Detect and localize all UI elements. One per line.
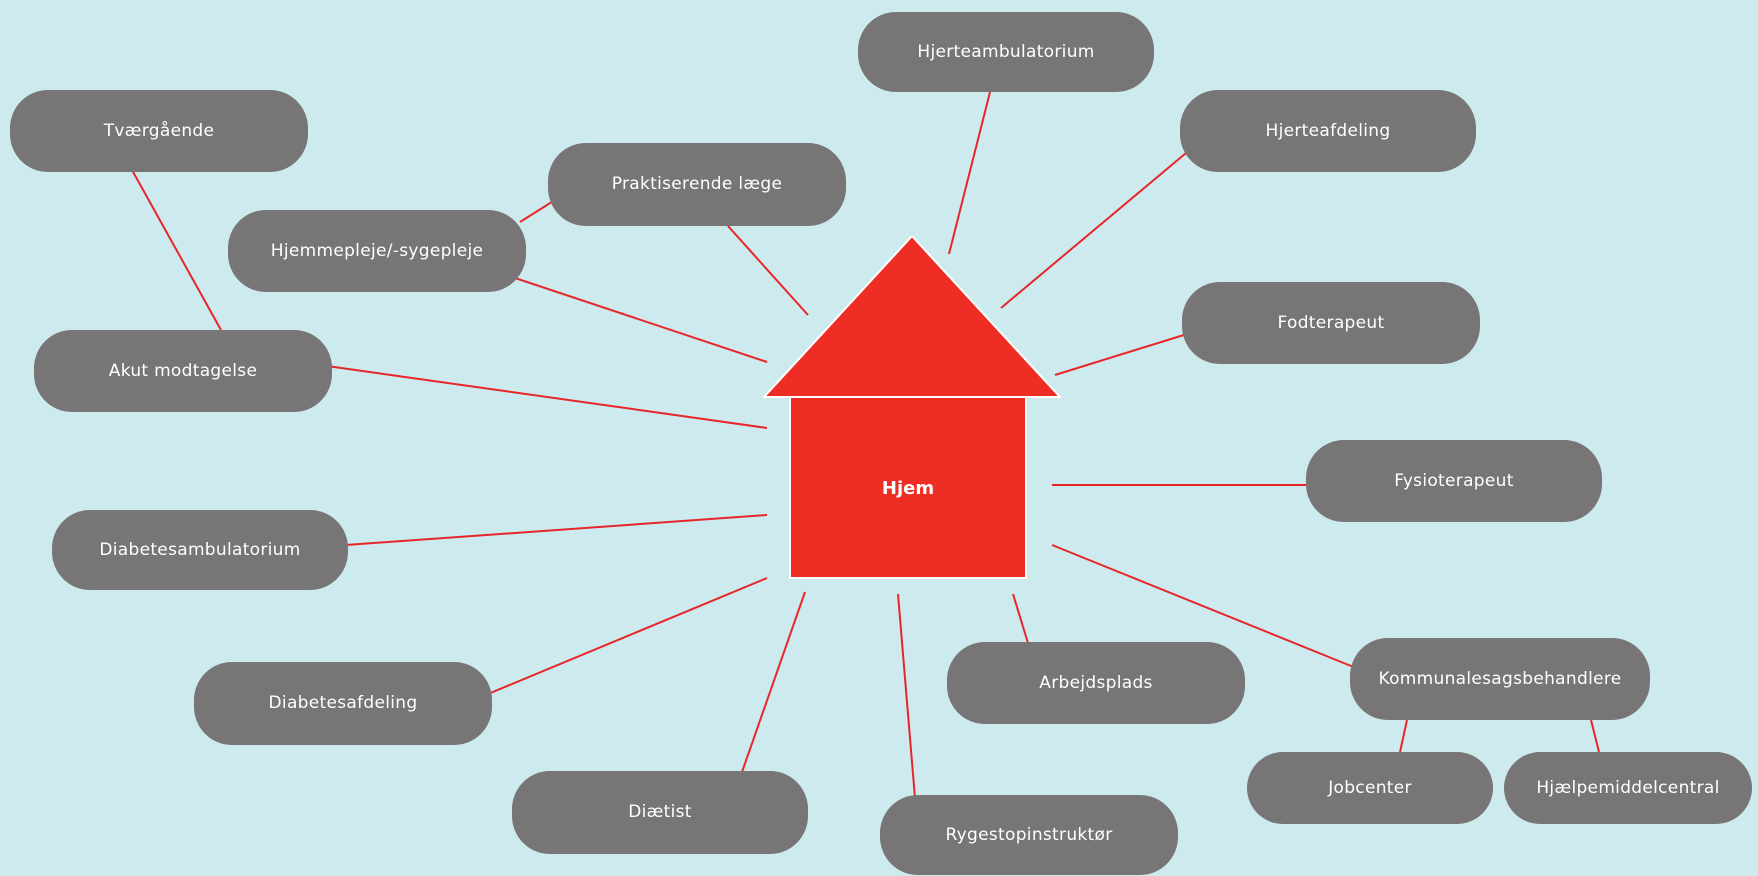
- connector-hjerteafdeling: [1000, 152, 1187, 309]
- connector-arbejdsplads: [1012, 593, 1029, 644]
- node-praktiserende-laege[interactable]: Praktiserende læge: [548, 143, 846, 226]
- node-label: Fysioterapeut: [1394, 470, 1514, 491]
- connector-fodterapeut: [1054, 333, 1188, 376]
- connector-tvaergaende: [131, 169, 222, 331]
- node-label: Arbejdsplads: [1039, 672, 1153, 693]
- node-diabetesafdeling[interactable]: Diabetesafdeling: [194, 662, 492, 745]
- connector-hjemmepleje-praktiserende: [519, 199, 556, 223]
- node-label: Diabetesambulatorium: [99, 539, 301, 560]
- node-label: Hjerteambulatorium: [917, 41, 1095, 62]
- node-hjemmepleje[interactable]: Hjemmepleje/-sygepleje: [228, 210, 526, 292]
- connector-akut-modtagelse: [326, 365, 768, 429]
- node-fysioterapeut[interactable]: Fysioterapeut: [1306, 440, 1602, 522]
- connector-jobcenter: [1399, 719, 1408, 753]
- node-label: Jobcenter: [1328, 777, 1412, 798]
- node-label: Praktiserende læge: [611, 174, 783, 195]
- node-fodterapeut[interactable]: Fodterapeut: [1182, 282, 1480, 364]
- connector-hjaelpemiddelcentral: [1590, 719, 1600, 753]
- node-label: Akut modtagelse: [108, 360, 258, 381]
- node-hjaelpemiddelcentral[interactable]: Hjælpemiddelcentral: [1504, 752, 1752, 824]
- node-akut-modtagelse[interactable]: Akut modtagelse: [34, 330, 332, 412]
- node-rygestopinstruktor[interactable]: Rygestopinstruktør: [880, 795, 1178, 875]
- connector-hjemmepleje: [514, 277, 768, 363]
- node-label: Diætist: [628, 802, 692, 823]
- node-jobcenter[interactable]: Jobcenter: [1247, 752, 1493, 824]
- node-label: Hjælpemiddelcentral: [1536, 777, 1720, 798]
- node-label: Fodterapeut: [1277, 312, 1385, 333]
- node-label: Hjemmepleje/-sygepleje: [270, 240, 484, 261]
- node-label: Diabetesafdeling: [268, 693, 418, 714]
- node-label-line2: sagsbehandlere: [1482, 668, 1622, 689]
- house-body: [789, 396, 1027, 579]
- node-arbejdsplads[interactable]: Arbejdsplads: [947, 642, 1245, 724]
- node-diabetesambulatorium[interactable]: Diabetesambulatorium: [52, 510, 348, 590]
- connector-praktiserende-laege: [727, 225, 809, 316]
- connector-kommunale: [1051, 544, 1357, 669]
- connector-hjerteambulatorium: [948, 91, 991, 255]
- home-house-icon: [762, 236, 1062, 579]
- node-diaetist[interactable]: Diætist: [512, 771, 808, 854]
- connector-diaetist: [741, 591, 806, 773]
- house-roof: [762, 236, 1062, 398]
- connector-diabetesafdeling: [487, 577, 768, 695]
- connector-rygestopinstruktor: [897, 593, 916, 799]
- connector-diabetesambulatorium: [345, 514, 768, 546]
- node-label: Tværgående: [103, 120, 215, 141]
- node-tvaergaende[interactable]: Tværgående: [10, 90, 308, 172]
- node-label: Rygestopinstruktør: [945, 824, 1113, 845]
- node-hjerteafdeling[interactable]: Hjerteafdeling: [1180, 90, 1476, 172]
- node-hjerteambulatorium[interactable]: Hjerteambulatorium: [858, 12, 1154, 92]
- home-label: Hjem: [881, 477, 935, 499]
- node-label: Hjerteafdeling: [1265, 120, 1391, 141]
- node-label-line1: Kommunale: [1378, 668, 1483, 689]
